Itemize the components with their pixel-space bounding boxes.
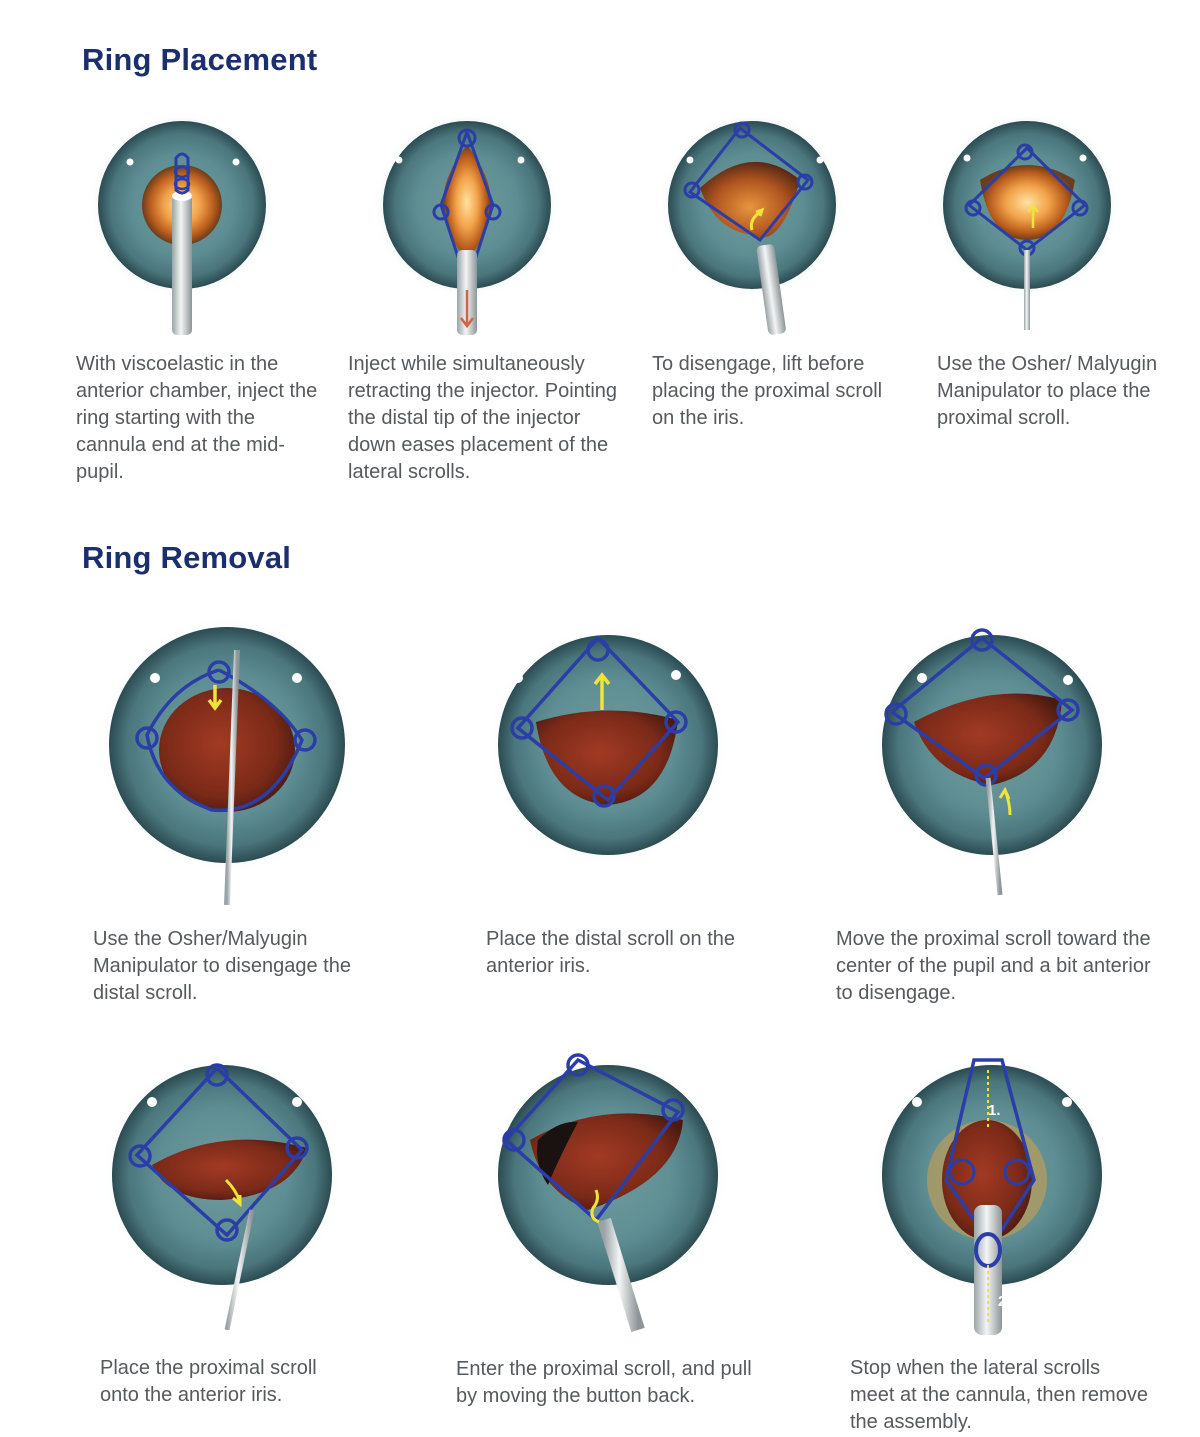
removal-step-2-caption: Place the distal scroll on the anterior … (486, 928, 736, 977)
removal-step-6-caption: Stop when the lateral scrolls meet at th… (850, 1357, 1148, 1433)
removal-step-1-illustration (97, 610, 357, 905)
placement-step-3-caption: To disengage, lift before placing the pr… (652, 353, 883, 429)
placement-step-4-caption: Use the Osher/ Malyugin Manipulator to p… (937, 353, 1158, 429)
ring-removal-heading: Ring Removal (82, 540, 292, 575)
removal-step-6-illustration: 1. 2. (862, 1040, 1122, 1335)
placement-step-2-caption: Inject while simultaneously retracting t… (348, 353, 618, 483)
placement-step-1-caption: With viscoelastic in the anterior chambe… (76, 353, 318, 483)
removal-step-3-illustration (862, 610, 1122, 900)
ring-placement-heading: Ring Placement (82, 42, 318, 77)
placement-step-2-illustration (375, 110, 560, 335)
removal-step-5-caption: Enter the proximal scroll, and pull by m… (456, 1358, 752, 1407)
removal-step-5-illustration (478, 1040, 738, 1335)
placement-step-4-illustration (935, 110, 1120, 335)
placement-step-1-illustration (90, 110, 275, 335)
step-label-2: 2. (998, 1293, 1011, 1310)
removal-step-4-caption: Place the proximal scroll onto the anter… (100, 1357, 317, 1406)
placement-step-3-illustration (660, 110, 845, 335)
removal-step-3-caption: Move the proximal scroll toward the cent… (836, 928, 1151, 1004)
step-label-1: 1. (988, 1102, 1001, 1119)
removal-step-1-caption: Use the Osher/Malyugin Manipulator to di… (93, 928, 351, 1004)
removal-step-2-illustration (478, 610, 738, 865)
removal-step-4-illustration (92, 1040, 352, 1330)
